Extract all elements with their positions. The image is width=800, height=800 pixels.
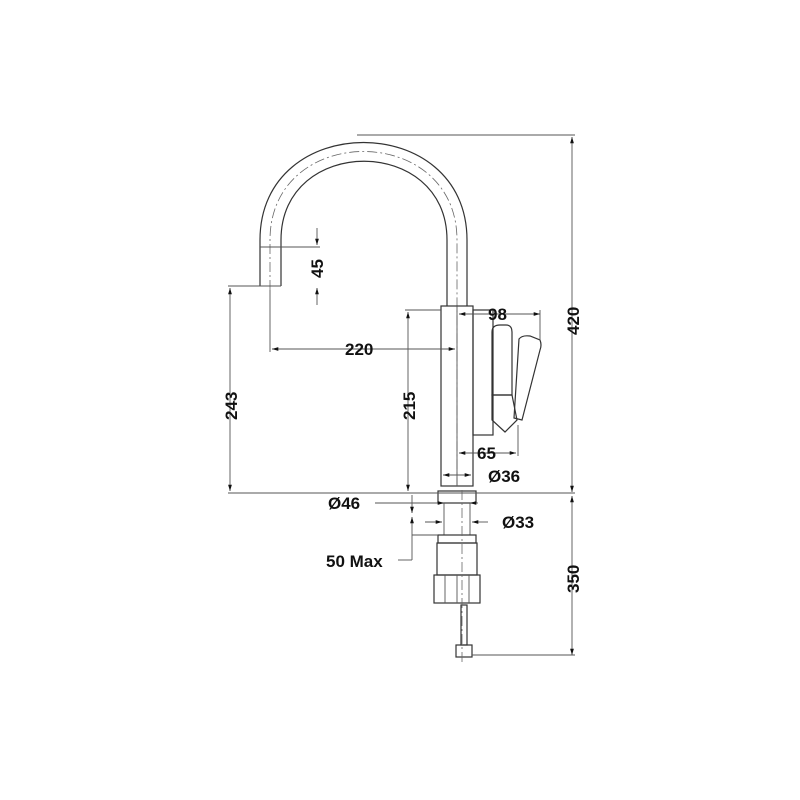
spout [259,141,468,485]
dim-spout-drop: 45 [308,259,327,278]
dim-total-height: 420 [564,307,583,335]
base-and-shank [433,490,481,665]
dim-spout-height: 243 [222,392,241,420]
faucet-body [440,305,542,487]
dim-body-diameter: Ø36 [488,467,520,486]
dim-shank-diameter: Ø33 [502,513,534,532]
dim-max-worktop: 50 Max [326,552,383,571]
dim-reach: 220 [345,340,373,359]
dim-base-diameter: Ø46 [328,494,360,513]
dim-handle-offset: 65 [477,444,496,463]
dim-under-length: 350 [564,565,583,593]
dim-body-height: 215 [400,392,419,420]
dim-handle-width: 98 [488,305,507,324]
dimension-lines [228,134,575,656]
